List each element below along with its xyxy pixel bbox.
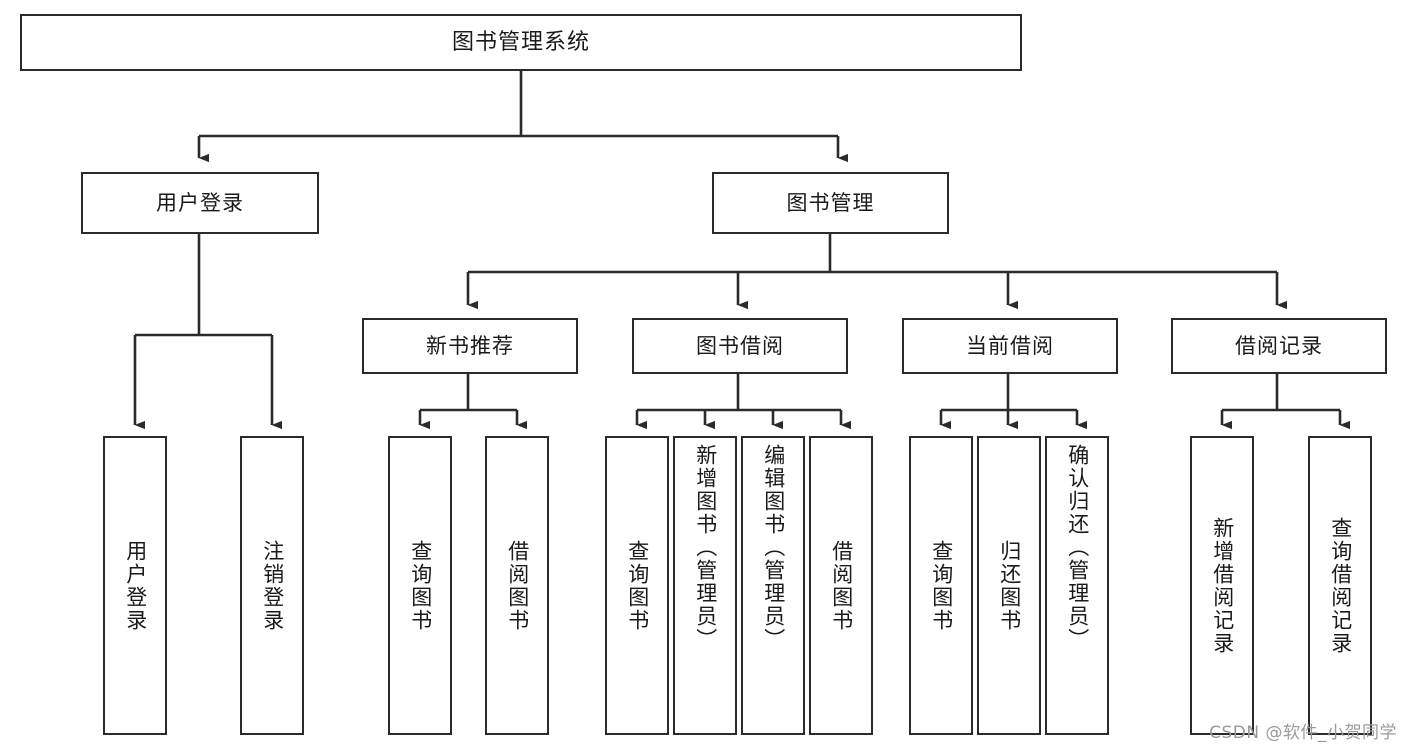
leaf-logout[interactable]: 注销登录 [240,436,304,735]
leaf-edit-book-admin[interactable]: 编辑图书（管理员） [741,436,805,735]
leaf-confirm-return-admin[interactable]: 确认归还（管理员） [1045,436,1109,735]
leaf-add-book-admin-label: 新增图书（管理员） [693,444,718,651]
node-book-borrow[interactable]: 图书借阅 [632,318,848,374]
leaf-logout-label: 注销登录 [260,539,285,632]
leaf-query-book-recommend[interactable]: 查询图书 [388,436,452,735]
leaf-query-book-borrow[interactable]: 查询图书 [605,436,669,735]
node-root[interactable]: 图书管理系统 [20,14,1022,71]
leaf-query-borrow-record-label: 查询借阅记录 [1328,516,1353,655]
node-new-book-recommend[interactable]: 新书推荐 [362,318,578,374]
node-book-borrow-label: 图书借阅 [696,333,784,358]
leaf-query-book-current-label: 查询图书 [929,539,954,632]
node-borrow-record[interactable]: 借阅记录 [1171,318,1387,374]
node-borrow-record-label: 借阅记录 [1235,333,1323,358]
node-user-login-module-label: 用户登录 [156,190,244,215]
watermark: CSDN @软件_小贺同学 [1209,723,1397,743]
node-current-borrow-label: 当前借阅 [966,333,1054,358]
leaf-add-borrow-record[interactable]: 新增借阅记录 [1190,436,1254,735]
leaf-add-book-admin[interactable]: 新增图书（管理员） [673,436,737,735]
leaf-confirm-return-admin-label: 确认归还（管理员） [1065,444,1090,651]
node-current-borrow[interactable]: 当前借阅 [902,318,1118,374]
leaf-query-book-recommend-label: 查询图书 [408,539,433,632]
leaf-query-book-borrow-label: 查询图书 [625,539,650,632]
node-book-management-module[interactable]: 图书管理 [712,172,949,234]
leaf-borrow-book-recommend-label: 借阅图书 [505,539,530,632]
leaf-user-login[interactable]: 用户登录 [103,436,167,735]
leaf-user-login-label: 用户登录 [123,539,148,632]
node-user-login-module[interactable]: 用户登录 [81,172,319,234]
leaf-borrow-book[interactable]: 借阅图书 [809,436,873,735]
leaf-edit-book-admin-label: 编辑图书（管理员） [761,444,786,651]
leaf-add-borrow-record-label: 新增借阅记录 [1210,516,1235,655]
leaf-query-book-current[interactable]: 查询图书 [909,436,973,735]
leaf-borrow-book-recommend[interactable]: 借阅图书 [485,436,549,735]
leaf-return-book-label: 归还图书 [997,539,1022,632]
node-root-label: 图书管理系统 [451,29,590,55]
leaf-query-borrow-record[interactable]: 查询借阅记录 [1308,436,1372,735]
node-new-book-recommend-label: 新书推荐 [426,333,514,358]
leaf-borrow-book-label: 借阅图书 [829,539,854,632]
node-book-management-module-label: 图书管理 [786,190,875,215]
leaf-return-book[interactable]: 归还图书 [977,436,1041,735]
